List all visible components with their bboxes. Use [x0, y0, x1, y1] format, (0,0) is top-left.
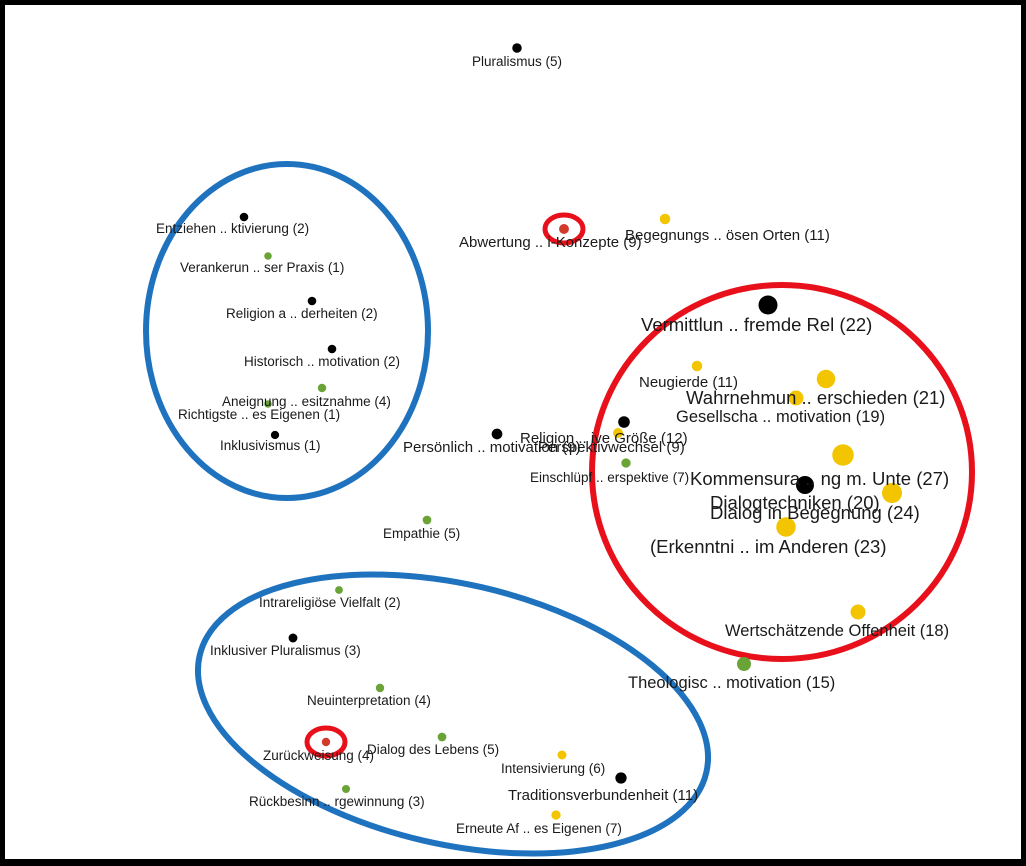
- data-point-27: [375, 683, 385, 693]
- data-label-4: Verankerun .. ser Praxis (1): [180, 260, 344, 275]
- data-label-23: Theologisc .. motivation (15): [628, 674, 835, 692]
- data-point-17: [788, 390, 804, 406]
- data-label-22: Wertschätzende Offenheit (18): [725, 622, 949, 640]
- data-label-8: Richtigste .. es Eigenen (1): [178, 407, 340, 422]
- data-label-27: Neuinterpretation (4): [307, 693, 431, 708]
- data-point-6: [327, 344, 337, 354]
- data-labels: Pluralismus (5) Abwertung .. i-Konzepte (…: [156, 54, 949, 836]
- data-label-10: Persönlich .. motivation (9): [403, 439, 581, 456]
- data-label-11: Religion .. ive Größe (12): [520, 430, 688, 447]
- data-point-13: [621, 458, 631, 468]
- data-label-24: Empathie (5): [383, 526, 460, 541]
- data-point-7: [317, 383, 327, 393]
- highlight-ring-zurueckweisung: [304, 725, 348, 759]
- highlight-ring-abwertung: [542, 212, 586, 246]
- data-point-29: [321, 737, 331, 747]
- data-label-6: Historisch .. motivation (2): [244, 354, 400, 369]
- data-point-26: [288, 633, 298, 643]
- data-label-3: Entziehen .. ktivierung (2): [156, 221, 309, 236]
- data-label-31: Intensivierung (6): [501, 761, 605, 776]
- data-label-15: Neugierde (11): [639, 374, 738, 391]
- data-label-13: Einschlüpf .. erspektive (7): [530, 470, 689, 485]
- data-point-11: [618, 416, 630, 428]
- data-label-18: Kommensura .. ng m. Unte (27): [690, 468, 949, 489]
- cluster-outline-blue-top: [143, 161, 431, 501]
- data-point-10: [491, 428, 503, 440]
- data-label-29: Zurückweisung (4): [263, 748, 374, 763]
- data-point-0: [512, 43, 522, 53]
- data-point-14: [758, 295, 778, 315]
- data-point-3: [239, 212, 249, 222]
- data-point-19: [796, 476, 814, 494]
- data-label-5: Religion a .. derheiten (2): [226, 306, 378, 321]
- data-label-16: Wahrnehmun .. erschieden (21): [686, 387, 945, 408]
- data-label-19: Dialogtechniken (20): [710, 492, 880, 513]
- chart-canvas: Pluralismus (5) Abwertung .. i-Konzepte (…: [5, 5, 1021, 859]
- code-map-chart: Pluralismus (5) Abwertung .. i-Konzepte (…: [143, 43, 975, 857]
- data-point-32: [615, 772, 627, 784]
- data-point-5: [307, 296, 317, 306]
- data-point-25: [335, 586, 343, 594]
- data-point-1: [559, 224, 569, 234]
- data-point-33: [551, 810, 561, 820]
- data-label-25: Intrareligiöse Vielfalt (2): [259, 595, 401, 610]
- data-label-12: Perspektivwechsel (9): [538, 439, 685, 456]
- data-points: [239, 43, 902, 820]
- data-point-31: [557, 750, 567, 760]
- data-point-20: [882, 483, 902, 503]
- data-point-28: [437, 732, 447, 742]
- data-point-24: [422, 515, 432, 525]
- data-label-1: Abwertung .. i-Konzepte (9): [459, 234, 642, 251]
- data-point-15: [691, 360, 703, 372]
- data-label-26: Inklusiver Pluralismus (3): [210, 643, 361, 658]
- data-label-9: Inklusivismus (1): [220, 438, 321, 453]
- cluster-outline-blue-bottom: [194, 571, 712, 857]
- data-label-14: Vermittlun .. fremde Rel (22): [641, 314, 872, 335]
- data-label-30: Rückbesinn .. rgewinnung (3): [249, 794, 425, 809]
- data-point-4: [264, 252, 272, 260]
- data-point-21: [776, 517, 796, 537]
- cluster-outlines: [143, 161, 975, 857]
- data-point-12: [613, 428, 623, 438]
- data-point-2: [659, 213, 671, 225]
- data-point-18: [832, 444, 854, 466]
- data-label-33: Erneute Af .. es Eigenen (7): [456, 821, 622, 836]
- data-point-22: [850, 604, 866, 620]
- data-label-0: Pluralismus (5): [472, 54, 562, 69]
- data-label-21: (Erkenntni .. im Anderen (23): [650, 536, 887, 557]
- data-point-9: [270, 430, 280, 440]
- data-point-8: [264, 400, 272, 408]
- data-label-7: Aneignung .. esitznahme (4): [222, 394, 391, 409]
- data-point-23: [737, 657, 751, 671]
- data-label-2: Begegnungs .. ösen Orten (11): [625, 227, 830, 244]
- data-label-32: Traditionsverbundenheit (11): [508, 787, 698, 804]
- data-label-17: Gesellscha .. motivation (19): [676, 408, 885, 426]
- data-label-28: Dialog des Lebens (5): [367, 742, 499, 757]
- data-label-20: Dialog in Begegnung (24): [710, 502, 920, 523]
- cluster-outline-red-right: [589, 282, 975, 662]
- data-point-16: [816, 369, 836, 389]
- data-point-30: [341, 784, 351, 794]
